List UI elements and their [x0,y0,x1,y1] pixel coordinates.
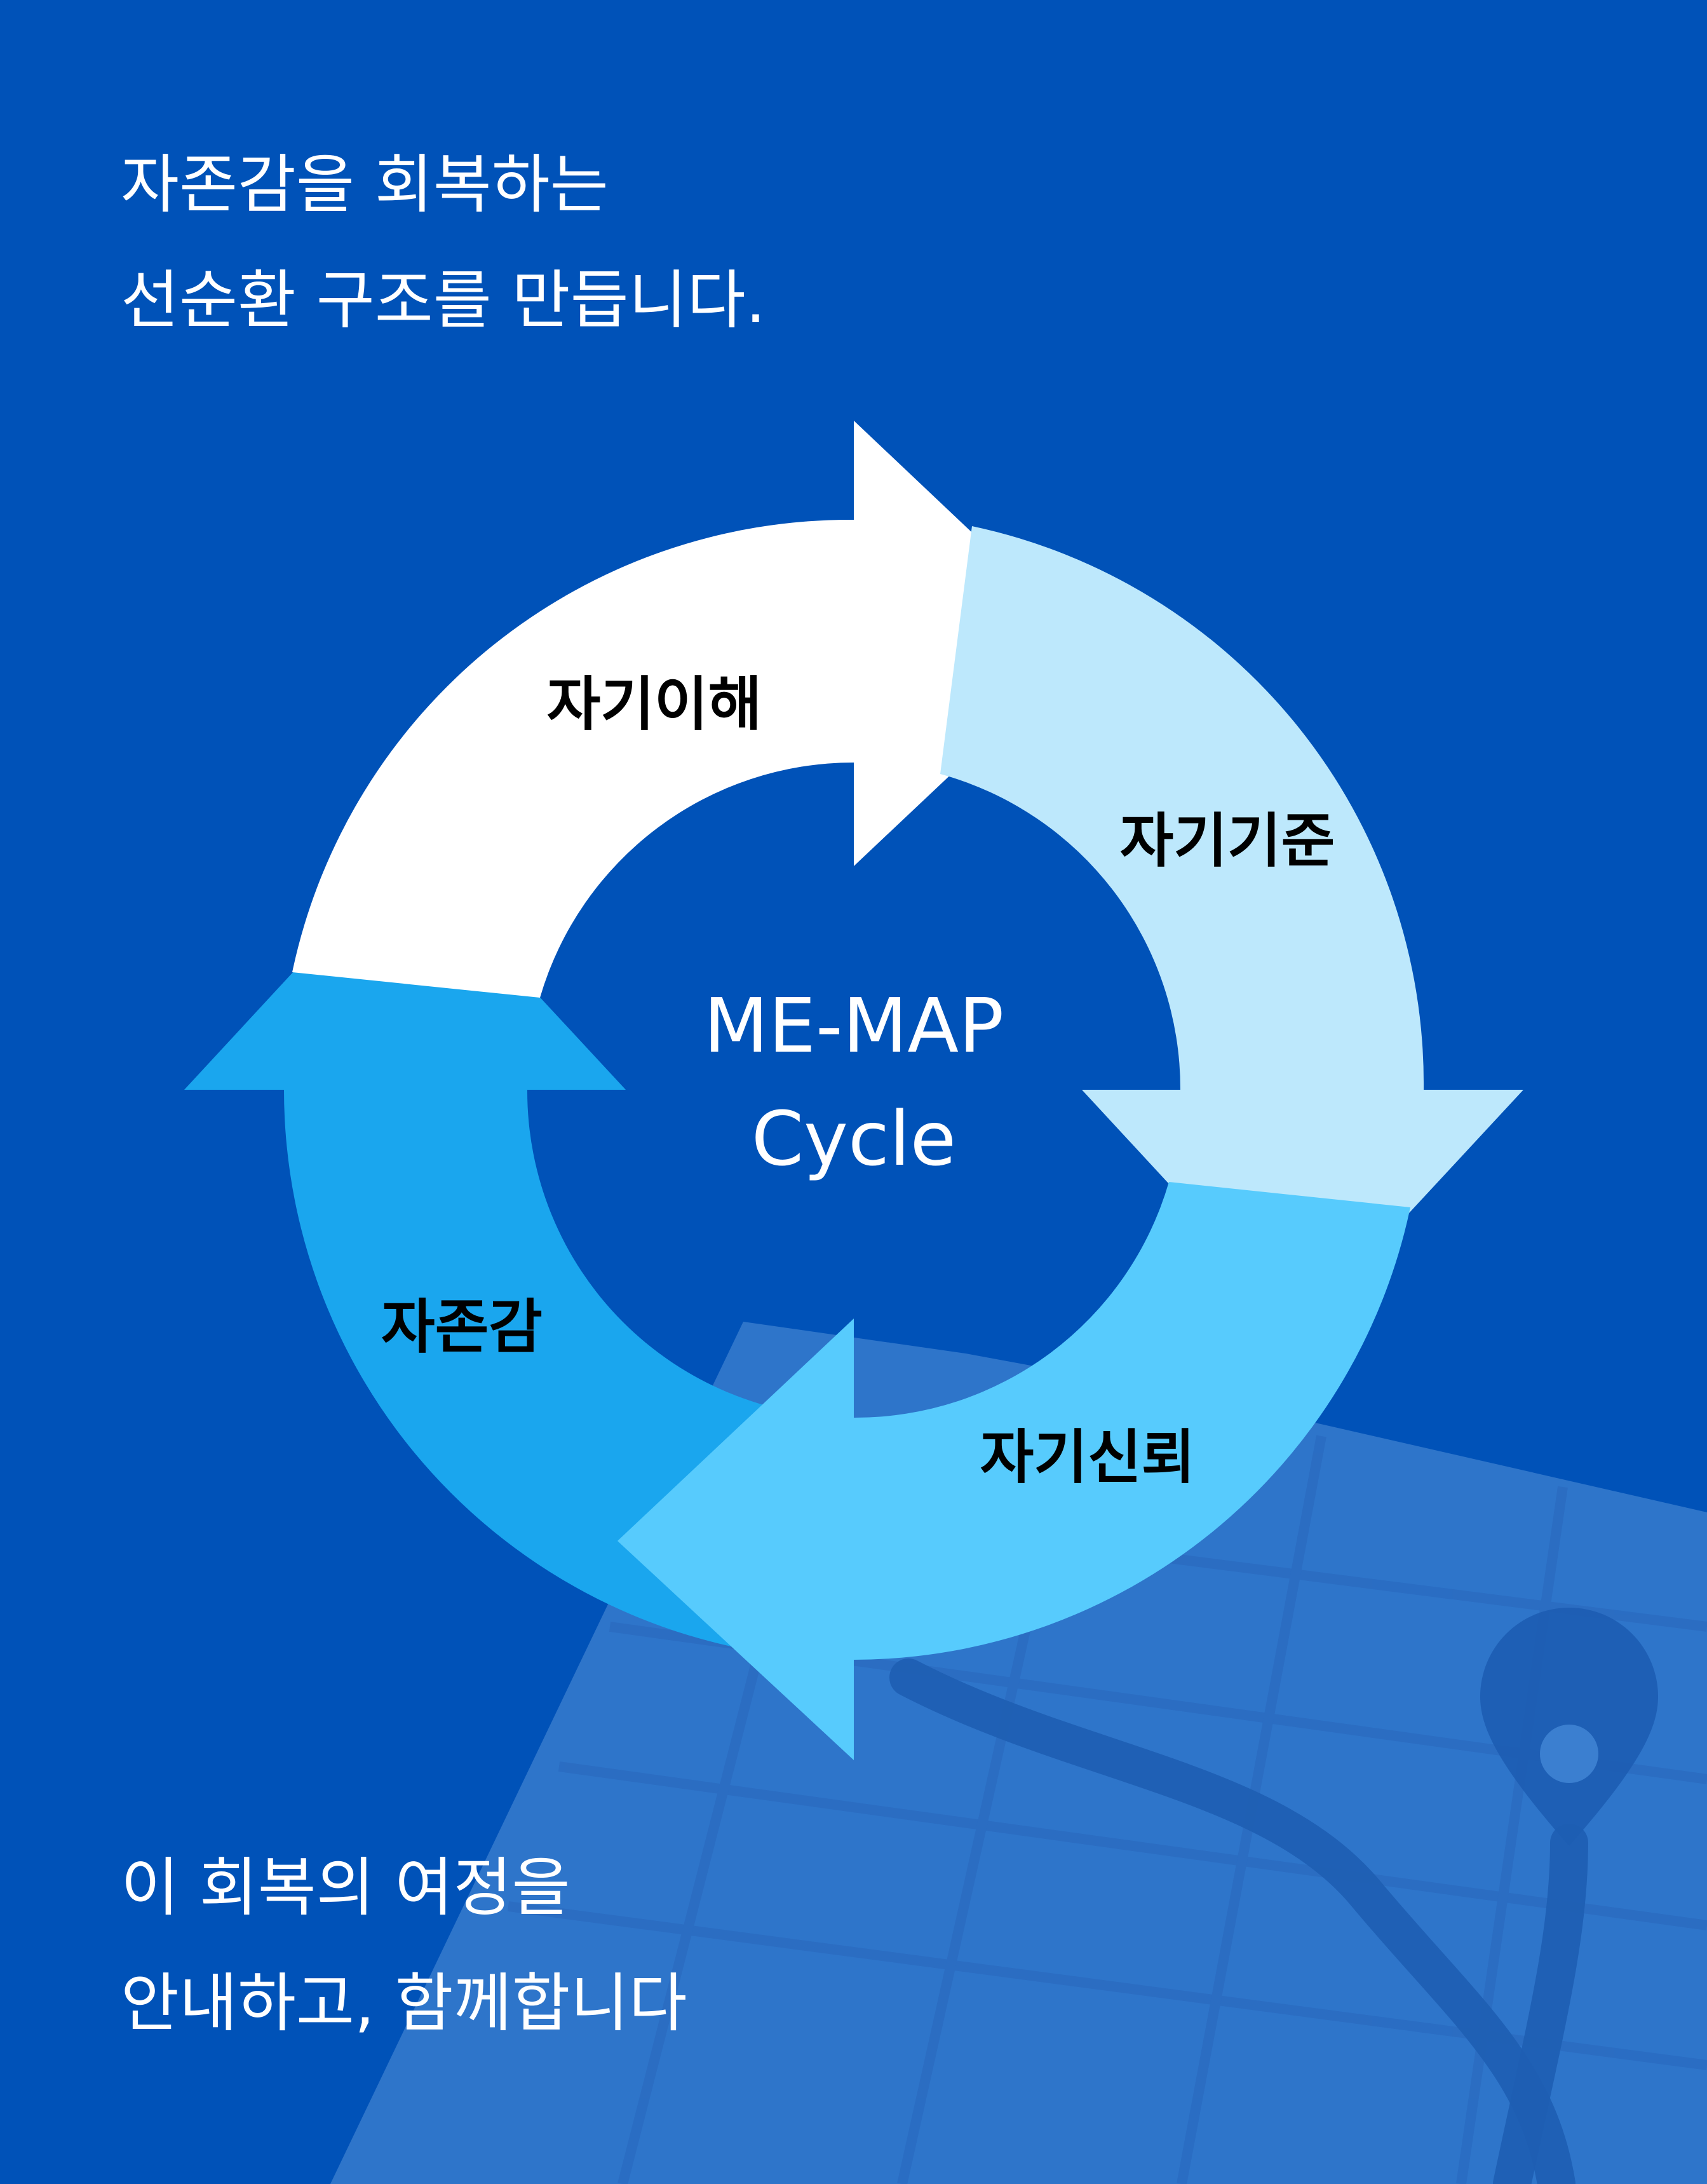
headline-top-line1: 자존감을 회복하는 [121,147,609,222]
cycle-label-self-trust: 자기신뢰 [980,1423,1196,1491]
cycle-label-self-understanding: 자기이해 [547,670,762,738]
cycle-label-self-standard: 자기기준 [1120,807,1335,875]
cycle-arrow-self-trust [617,1182,1410,1760]
cycle-arrow-self-standard [940,526,1523,1328]
headline-bottom: 이 회복의 여정을 안내하고, 함께합니다 [121,1830,687,2061]
headline-bottom-line2: 안내하고, 함께합니다 [121,1966,687,2040]
cycle-arrow-self-esteem [184,851,854,1660]
cycle-label-self-esteem: 자존감 [381,1293,543,1361]
cycle-arrow-self-understanding [292,421,1090,998]
cycle-center-title: ME-MAP [704,982,1004,1069]
headline-top: 자존감을 회복하는 선순환 구조를 만듭니다. [121,127,766,358]
map-route-branch [1493,1824,1588,2184]
headline-bottom-line1: 이 회복의 여정을 [121,1850,570,1925]
location-pin-icon [1480,1608,1658,1846]
headline-top-line2: 선순환 구조를 만듭니다. [121,263,766,337]
cycle-center-subtitle: Cycle [752,1095,956,1183]
